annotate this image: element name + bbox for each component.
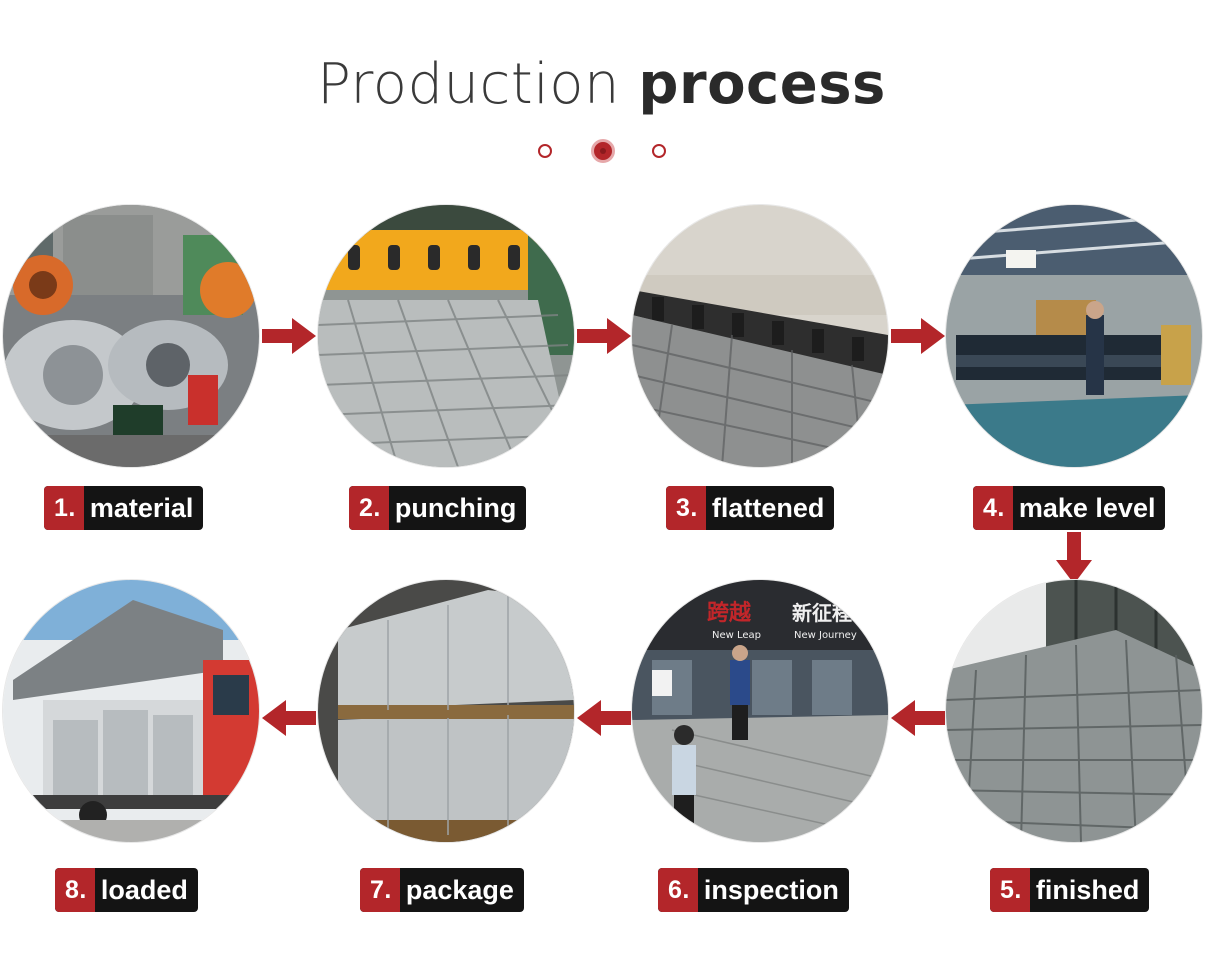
step-label-make-level: 4. make level bbox=[973, 486, 1166, 530]
sign-brand-en-2: New Journey bbox=[794, 630, 857, 641]
photo-make-level bbox=[946, 205, 1202, 467]
step-number: 6. bbox=[658, 868, 698, 912]
sign-brand-cn-2: 新征程 bbox=[792, 601, 852, 625]
photo-material bbox=[3, 205, 259, 467]
photo-inspection: 跨越 新征程 New Leap New Journey bbox=[632, 580, 888, 842]
step-text: loaded bbox=[100, 874, 188, 905]
photo-finished bbox=[946, 580, 1202, 842]
step-label-loaded: 8. loaded bbox=[55, 868, 198, 912]
title-light: Production bbox=[317, 52, 621, 117]
title-bold: process bbox=[638, 52, 886, 117]
sign-brand-en-1: New Leap bbox=[712, 630, 761, 641]
arrow-left-icon bbox=[891, 700, 945, 736]
arrow-right-icon bbox=[577, 318, 631, 354]
step-number: 7. bbox=[360, 868, 400, 912]
step-text: flattened bbox=[711, 492, 825, 523]
page-title: Production process bbox=[0, 52, 1203, 117]
arrow-right-icon bbox=[891, 318, 945, 354]
step-number: 4. bbox=[973, 486, 1013, 530]
arrow-left-icon bbox=[262, 700, 316, 736]
step-text: inspection bbox=[703, 874, 839, 905]
step-label-material: 1. material bbox=[44, 486, 204, 530]
step-text: make level bbox=[1018, 492, 1156, 523]
step-number: 8. bbox=[55, 868, 95, 912]
photo-punching bbox=[318, 205, 574, 467]
step-number: 3. bbox=[666, 486, 706, 530]
sign-brand-cn-1: 跨越 bbox=[707, 601, 752, 626]
carousel-dot-icon[interactable] bbox=[652, 144, 666, 158]
step-number: 2. bbox=[349, 486, 389, 530]
step-label-package: 7. package bbox=[360, 868, 524, 912]
carousel-dot-active-icon[interactable] bbox=[591, 139, 615, 163]
arrow-left-icon bbox=[577, 700, 631, 736]
photo-package bbox=[318, 580, 574, 842]
step-label-inspection: 6. inspection bbox=[658, 868, 849, 912]
arrow-right-icon bbox=[262, 318, 316, 354]
photo-loaded bbox=[3, 580, 259, 842]
carousel-dot-icon[interactable] bbox=[538, 144, 552, 158]
step-label-punching: 2. punching bbox=[349, 486, 527, 530]
photo-flattened bbox=[632, 205, 888, 467]
step-label-flattened: 3. flattened bbox=[666, 486, 835, 530]
step-text: package bbox=[405, 874, 514, 905]
arrow-down-icon bbox=[1056, 532, 1092, 584]
step-text: material bbox=[89, 492, 194, 523]
step-number: 1. bbox=[44, 486, 84, 530]
step-text: punching bbox=[394, 492, 517, 523]
step-label-finished: 5. finished bbox=[990, 868, 1150, 912]
carousel-dots bbox=[530, 139, 680, 163]
step-text: finished bbox=[1035, 874, 1140, 905]
step-number: 5. bbox=[990, 868, 1030, 912]
